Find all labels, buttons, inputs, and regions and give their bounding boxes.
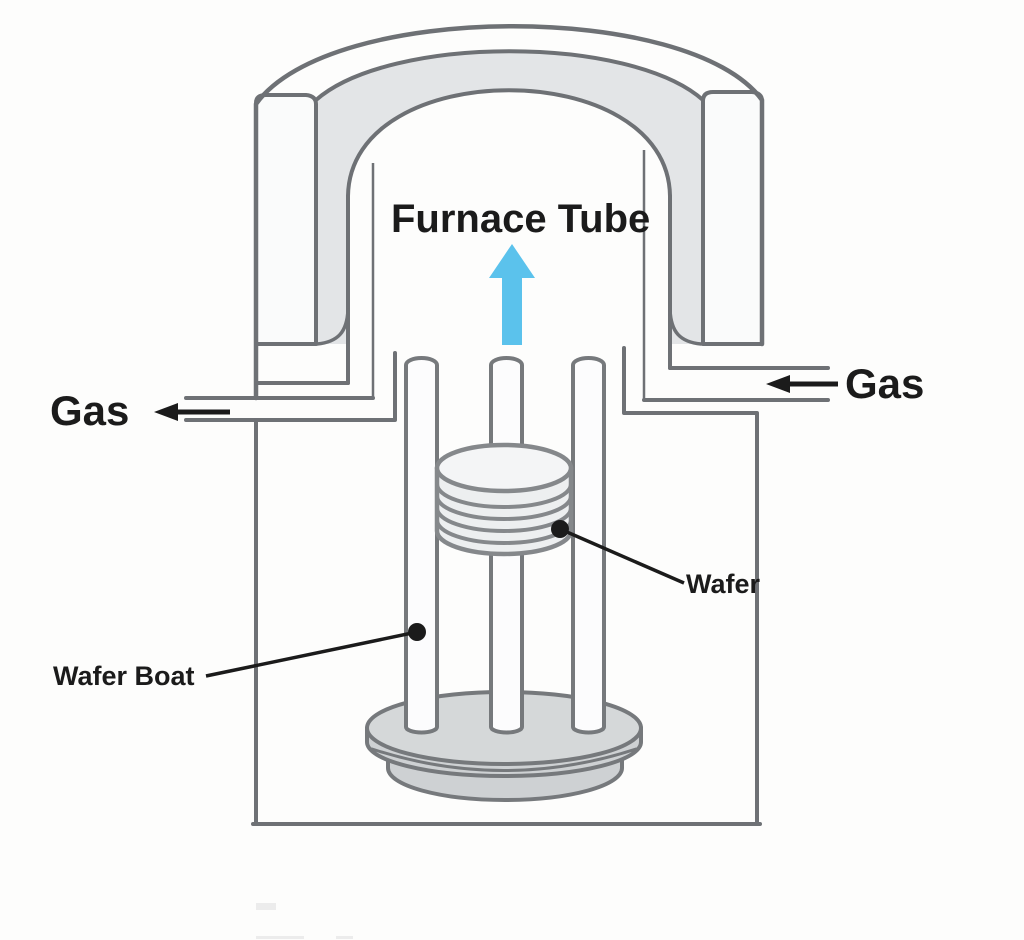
gas-out-arrow-icon <box>154 403 230 421</box>
wafer-edge-3 <box>435 506 573 533</box>
gas-out-label: Gas <box>50 387 130 434</box>
wafer-boat-rod-right <box>571 356 606 735</box>
gas-flow-up-arrow-icon <box>489 244 535 345</box>
gas-in-arrow-icon <box>766 375 838 393</box>
gas-in-label: Gas <box>845 360 925 407</box>
furnace-tube-label: Furnace Tube <box>391 197 651 241</box>
bell-outer-silhouette <box>253 24 765 401</box>
process-tube <box>371 150 646 400</box>
vessel-wall-right <box>622 346 759 826</box>
bell-cut-top-arc <box>314 49 705 102</box>
bell-flare-right <box>668 308 703 346</box>
wafer-edge-2 <box>435 494 573 521</box>
wafer-stack-top-face <box>434 442 574 494</box>
pedestal-edge-line <box>370 747 638 772</box>
bell-inner-surface-shading <box>316 51 703 344</box>
wafer-boat-label: Wafer Boat <box>53 661 195 691</box>
bell-cut-face-left <box>254 93 318 346</box>
bell-flare-left <box>315 308 350 346</box>
wafer-leader <box>551 520 685 585</box>
wafer-boat-leader <box>205 623 426 678</box>
bell-inner-rim-arc <box>346 88 672 198</box>
bell-cut-face-right <box>701 90 764 346</box>
chamber-vessel <box>251 346 762 826</box>
wafer-edge-1 <box>435 482 573 509</box>
wafer-stack <box>434 442 574 557</box>
wafer-label: Wafer <box>686 569 761 599</box>
furnace-bell <box>253 24 765 401</box>
wafer-boat-rod-left <box>404 356 439 735</box>
scan-artifacts <box>256 903 353 939</box>
